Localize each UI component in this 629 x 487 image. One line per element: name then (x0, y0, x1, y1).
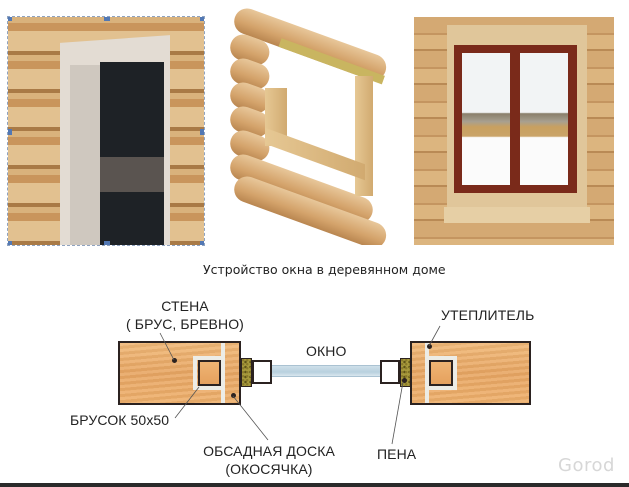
label-batten: БРУСОК 50x50 (70, 412, 170, 428)
insulation-gap-right (425, 343, 429, 403)
casing-jamb (70, 65, 100, 245)
photo-installed-window (414, 17, 614, 245)
label-casing-line1: ОБСАДНАЯ ДОСКА (203, 443, 335, 459)
label-foam: ПЕНА (377, 446, 417, 462)
dark-opening (100, 62, 164, 245)
insulation-gap-right-side (453, 356, 457, 390)
insulation-gap-right-bottom (425, 386, 457, 390)
insulation-gap-left-top (193, 356, 225, 360)
selection-handle[interactable] (200, 241, 204, 245)
window-sash (454, 45, 577, 193)
insulation-gap-left-side (193, 356, 197, 390)
leader-dot (402, 378, 407, 383)
selection-handle[interactable] (8, 17, 12, 21)
label-wall: СТЕНА ( БРУС, БРЕВНО) (110, 297, 260, 333)
window-frame-right (380, 360, 400, 384)
window-glass (272, 365, 380, 377)
label-insulation: УТЕПЛИТЕЛЬ (441, 307, 535, 323)
selection-handle[interactable] (8, 241, 12, 245)
label-wall-line1: СТЕНА (161, 298, 209, 314)
leader-dot (231, 393, 236, 398)
batten-right (429, 360, 453, 386)
leader-dot (427, 344, 432, 349)
bottom-border (0, 483, 629, 487)
label-wall-line2: ( БРУС, БРЕВНО) (126, 316, 244, 332)
window-pane-right (520, 53, 568, 185)
foam-left (241, 358, 252, 387)
window-sill (444, 207, 590, 223)
photo-3d-log-model (225, 0, 397, 245)
selection-handle[interactable] (8, 129, 12, 135)
photo-log-wall-opening (7, 16, 205, 246)
selection-handle[interactable] (200, 129, 204, 135)
selection-handle[interactable] (104, 17, 110, 21)
leader-dot (172, 358, 177, 363)
window-frame-left (252, 360, 272, 384)
label-window: ОКНО (306, 343, 347, 359)
label-casing-board: ОБСАДНАЯ ДОСКА (ОКОСЯЧКА) (189, 442, 349, 478)
insulation-gap-left-bottom (193, 386, 225, 390)
batten-left (198, 360, 221, 386)
selection-handle[interactable] (104, 241, 110, 245)
selection-handle[interactable] (200, 17, 204, 21)
label-casing-line2: (ОКОСЯЧКА) (225, 461, 313, 477)
window-pane-left (462, 53, 510, 185)
insulation-gap-left (221, 343, 225, 403)
insulation-gap-right-top (425, 356, 457, 360)
figure-caption: Устройство окна в деревянном доме (203, 262, 446, 277)
watermark: Gorod (558, 455, 615, 476)
